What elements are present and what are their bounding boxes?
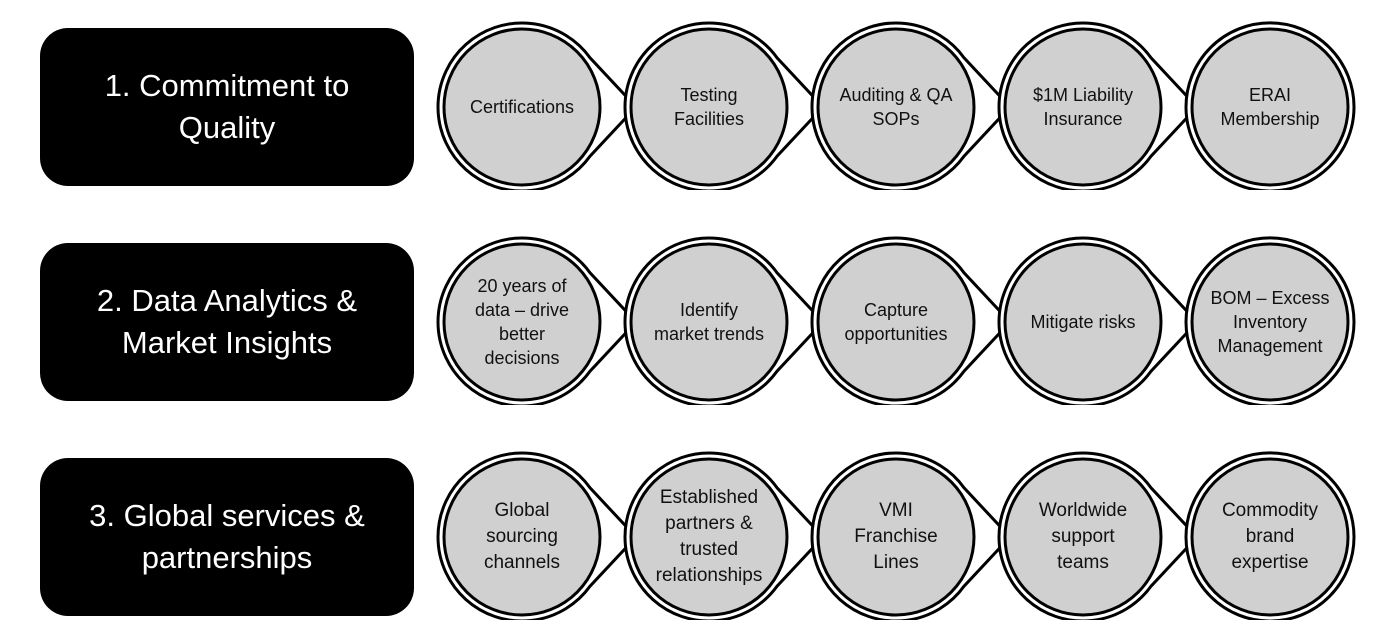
chain-node	[436, 451, 639, 620]
item-circle	[1003, 457, 1163, 617]
chain-node	[623, 21, 826, 190]
item-label: Established partners & trusted relations…	[655, 487, 763, 586]
item-label: ERAI Membership	[1220, 85, 1320, 129]
item-label: VMI Franchise Lines	[854, 500, 938, 573]
item-label: Worldwide support teams	[1038, 500, 1128, 573]
item-label: Certifications	[469, 97, 575, 117]
chain-node	[810, 451, 1013, 620]
item-label: Capture opportunities	[844, 300, 948, 344]
chain-node	[1184, 21, 1356, 190]
row-global-services: 3. Global services & partnerships Global…	[0, 440, 1400, 620]
item-circle	[816, 457, 976, 617]
item-label: Commodity brand expertise	[1221, 500, 1319, 573]
item-circle	[1003, 242, 1163, 402]
chain-node	[623, 236, 826, 405]
chain-node	[1184, 451, 1356, 620]
item-circle	[442, 457, 602, 617]
item-label: 20 years of data – drive better decision…	[474, 276, 570, 368]
item-label: $1M Liability Insurance	[1032, 85, 1134, 129]
item-circle	[629, 27, 789, 187]
chain-node	[623, 451, 826, 620]
chain: Certifications Testing Facilities Auditi…	[0, 10, 1400, 190]
chain: Global sourcing channels Established par…	[0, 440, 1400, 620]
item-circle	[816, 242, 976, 402]
item-label: Global sourcing channels	[483, 500, 561, 573]
row-title: 2. Data Analytics & Market Insights	[40, 243, 414, 401]
item-circle	[442, 242, 602, 402]
item-label: Mitigate risks	[1030, 312, 1136, 332]
item-circle	[442, 27, 602, 187]
row-title: 1. Commitment to Quality	[40, 28, 414, 186]
row-title: 3. Global services & partnerships	[40, 458, 414, 616]
chain-node	[997, 236, 1200, 405]
item-circle	[1190, 457, 1350, 617]
item-circle	[1003, 27, 1163, 187]
item-circle	[1190, 27, 1350, 187]
item-label: Testing Facilities	[673, 85, 744, 129]
item-label: Auditing & QA SOPs	[839, 85, 953, 129]
item-circle	[629, 242, 789, 402]
item-circle	[1190, 242, 1350, 402]
chain-node	[1184, 236, 1356, 405]
chain-svg	[436, 451, 1356, 620]
chain-node	[997, 21, 1200, 190]
row-commitment-to-quality: 1. Commitment to Quality Certifications …	[0, 10, 1400, 190]
chain-node	[997, 451, 1200, 620]
chain-node	[810, 21, 1013, 190]
item-label: BOM – Excess Inventory Management	[1210, 288, 1330, 356]
row-data-analytics: 2. Data Analytics & Market Insights 20 y…	[0, 225, 1400, 405]
item-circle	[816, 27, 976, 187]
chain-node	[810, 236, 1013, 405]
chain: 20 years of data – drive better decision…	[0, 225, 1400, 405]
item-label: Identify market trends	[653, 300, 765, 344]
chain-node	[436, 236, 639, 405]
chain-svg	[436, 236, 1356, 405]
chain-svg	[436, 21, 1356, 190]
chain-node	[436, 21, 639, 190]
item-circle	[629, 457, 789, 617]
